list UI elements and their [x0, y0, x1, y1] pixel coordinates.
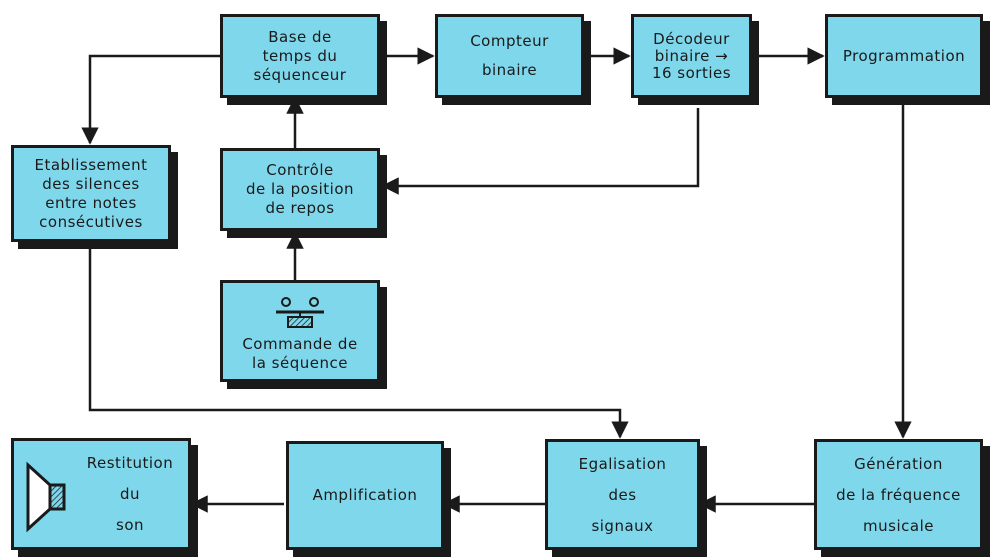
block-compteur-binaire: Compteur binaire	[435, 14, 584, 98]
block-label-line: Commande de	[242, 335, 358, 353]
block-label-line: Etablissement	[34, 155, 148, 174]
block-label-line: Amplification	[312, 486, 418, 504]
block-label-line: Compteur	[470, 32, 549, 50]
block-amplification: Amplification	[286, 441, 444, 550]
block-label-line: Base de	[268, 27, 332, 46]
wire-decodeur-to-controle	[381, 108, 700, 195]
block-label-line: son	[116, 516, 144, 535]
block-label-line: des silences	[42, 174, 140, 193]
block-label-line: des	[608, 485, 637, 504]
loudspeaker-icon	[26, 461, 66, 533]
block-label-line: temps du	[262, 46, 338, 65]
block-programmation: Programmation	[825, 14, 983, 98]
block-label-line: binaire →	[654, 46, 729, 65]
block-label-line: de repos	[265, 199, 335, 217]
block-label-line: signaux	[591, 516, 654, 535]
block-base-de-temps: Base de temps du séquenceur	[220, 14, 380, 98]
block-label-line: Contrôle	[266, 161, 334, 179]
block-label-line: musicale	[863, 516, 934, 535]
block-label-line: binaire	[481, 61, 538, 79]
block-restitution-du-son: Restitution du son	[11, 438, 191, 550]
block-label-line: 16 sorties	[651, 63, 732, 82]
block-generation-frequence: Génération de la fréquence musicale	[814, 439, 983, 550]
block-etablissement-silences: Etablissement des silences entre notes c…	[11, 145, 171, 242]
block-label-line: entre notes	[45, 193, 137, 212]
restitution-label-group: Restitution du son	[72, 441, 188, 547]
block-label-line: de la fréquence	[836, 485, 961, 504]
block-label-line: Programmation	[842, 46, 966, 65]
block-label-line: Restitution	[86, 453, 174, 472]
block-label-line: séquenceur	[253, 65, 347, 84]
push-switch-icon	[276, 297, 324, 328]
block-label-line: Génération	[854, 454, 943, 473]
block-controle-position-repos: Contrôle de la position de repos	[220, 148, 380, 231]
wire-silences-to-egalisation	[88, 242, 629, 439]
block-egalisation-signaux: Egalisation des signaux	[545, 439, 700, 550]
block-label-line: la séquence	[252, 354, 348, 372]
block-decodeur-binaire: Décodeur binaire → 16 sorties	[631, 14, 752, 98]
block-label-line: consécutives	[39, 212, 143, 231]
wire-base-to-silences	[81, 54, 220, 145]
block-label-line: Egalisation	[578, 454, 667, 473]
block-commande-sequence: Commande de la séquence	[220, 280, 380, 382]
block-label-line: du	[119, 484, 141, 503]
block-label-line: Décodeur	[653, 29, 730, 48]
block-label-line: de la position	[245, 180, 355, 198]
